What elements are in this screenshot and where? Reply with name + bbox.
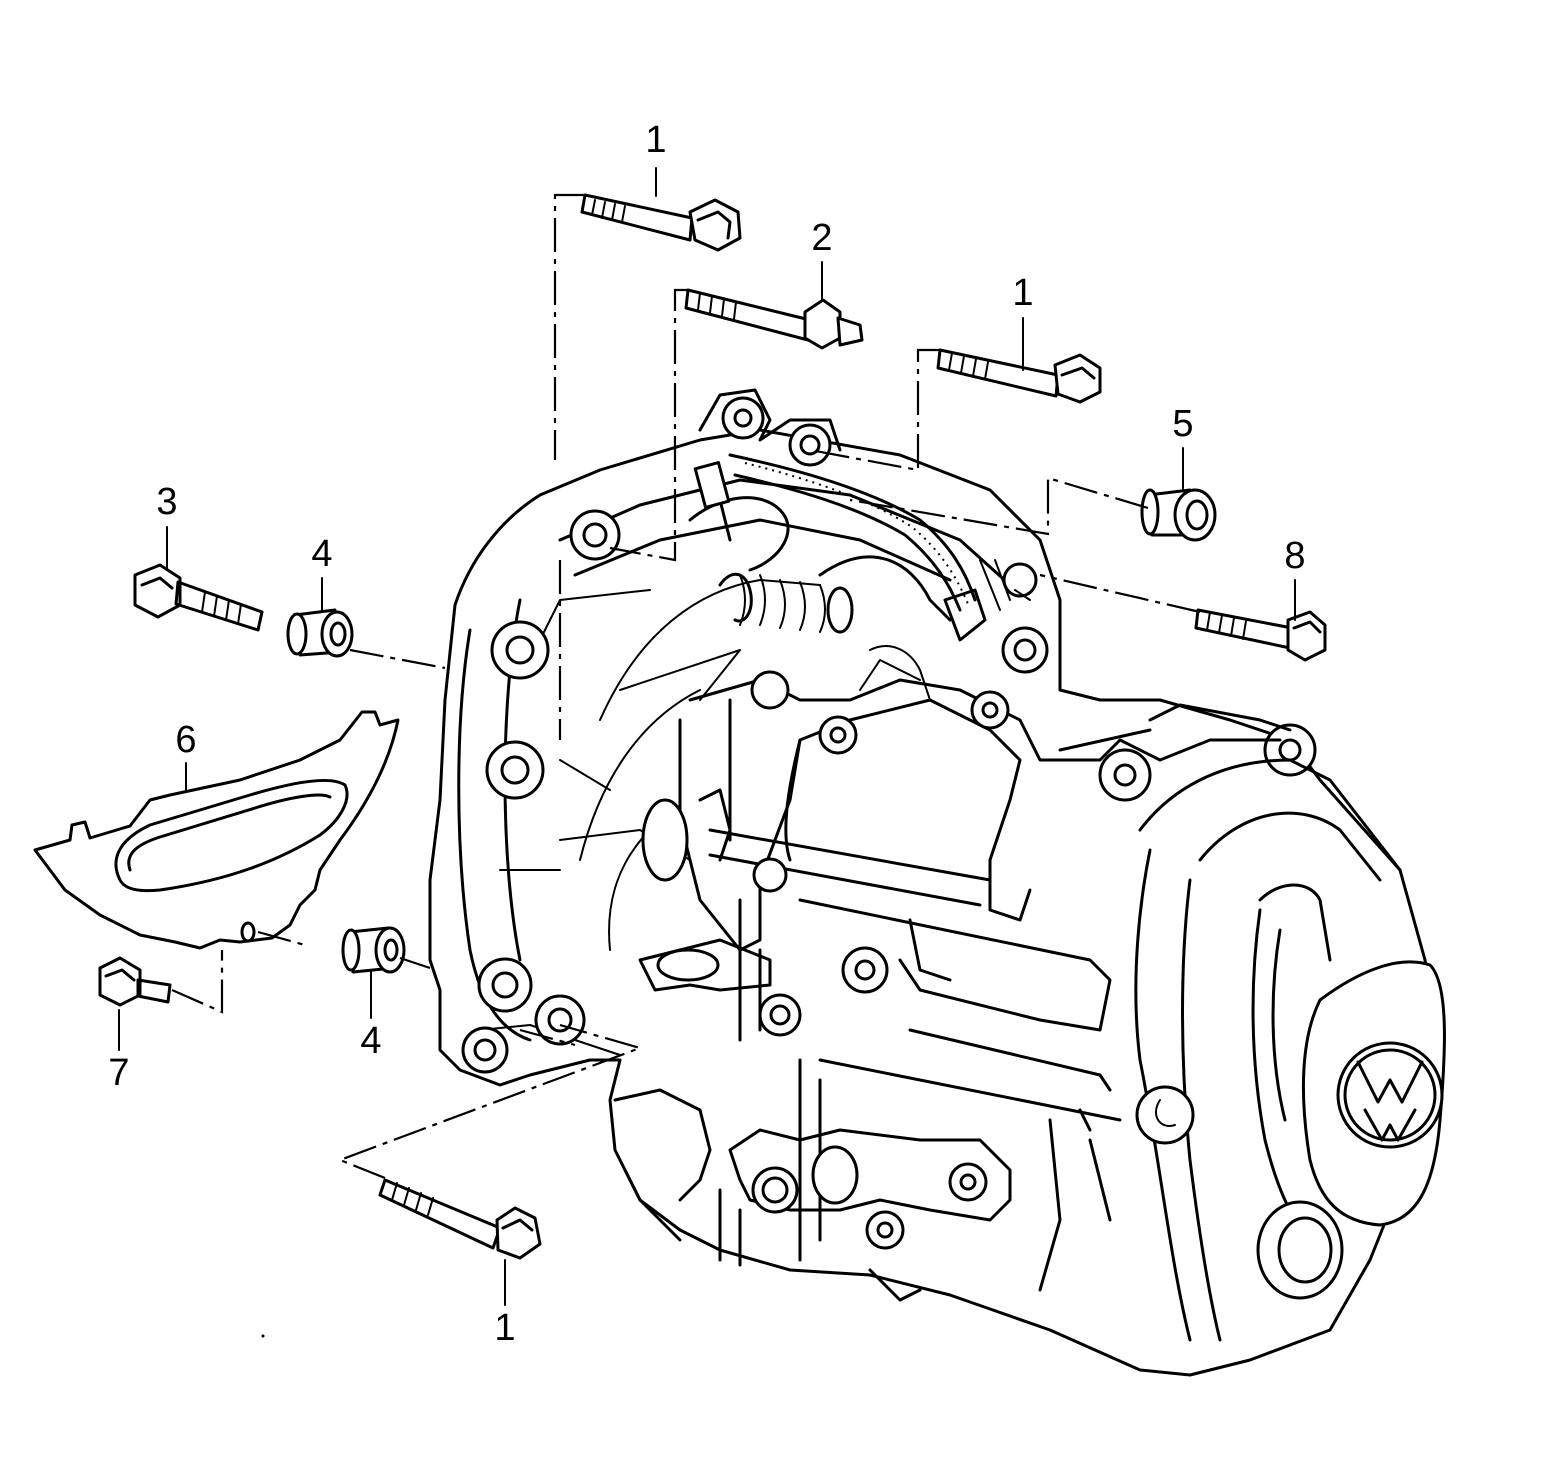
- callout-part-3: 3: [156, 481, 177, 523]
- callout-part-1-bottom: 1: [494, 1307, 515, 1349]
- gearbox-housing: [428, 388, 1446, 1377]
- callout-part-8: 8: [1284, 535, 1305, 577]
- bolt-part-1-bottom: [378, 1178, 542, 1260]
- callout-part-2: 2: [811, 217, 832, 259]
- bolt-part-1-right: [936, 348, 1102, 404]
- stray-dot: [261, 1334, 265, 1338]
- stud-bolt-part-2: [684, 288, 864, 350]
- callout-labels: 1 2 1 5 3 4 8 6 7 4 1: [108, 119, 1305, 1349]
- leader-lines: [118, 167, 1296, 1306]
- callout-part-4-top: 4: [311, 533, 332, 575]
- bushing-part-5: [1140, 488, 1217, 542]
- callout-part-5: 5: [1172, 403, 1193, 445]
- assembly-lines: [171, 193, 1201, 1180]
- cover-plate-part-6: [33, 710, 400, 950]
- vw-logo: [1336, 1041, 1444, 1149]
- bolt-part-3: [133, 563, 264, 632]
- bolt-part-1-top: [580, 193, 742, 252]
- callout-part-4-bottom: 4: [360, 1020, 381, 1062]
- bushing-part-4-bottom: [341, 926, 406, 974]
- callout-part-7: 7: [108, 1052, 129, 1094]
- bushing-part-4-top: [286, 608, 354, 658]
- callout-part-1-right: 1: [1012, 272, 1033, 314]
- bolt-part-7: [98, 956, 172, 1007]
- callout-part-1-top: 1: [645, 119, 666, 161]
- callout-part-6: 6: [175, 719, 196, 761]
- bolt-part-8: [1194, 608, 1327, 662]
